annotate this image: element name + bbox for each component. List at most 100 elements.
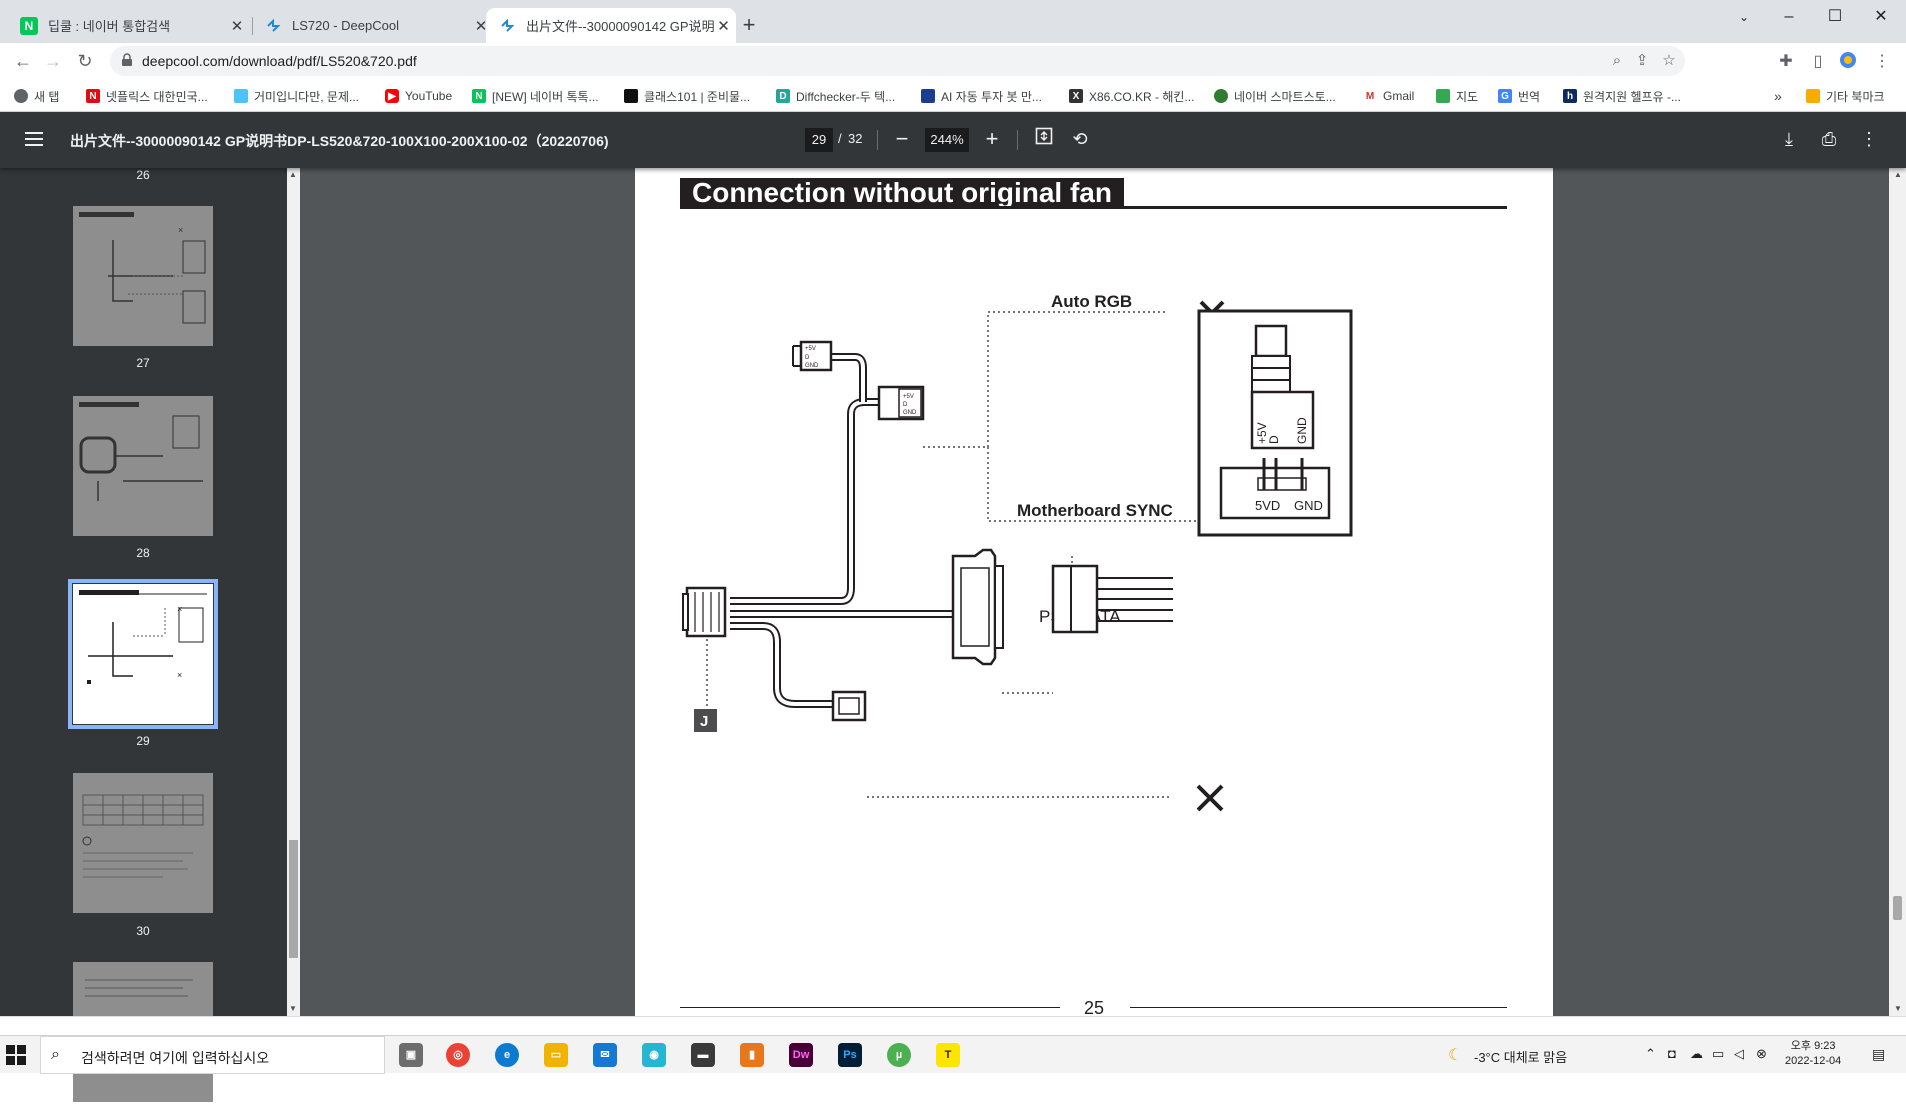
page-number-input[interactable]: 29 xyxy=(805,128,833,152)
scroll-up-icon[interactable]: ▲ xyxy=(1894,170,1902,179)
bookmark-item[interactable]: 클래스101 | 준비물... xyxy=(624,86,750,106)
dreamweaver-icon[interactable]: Dw xyxy=(789,1043,813,1067)
rotate-icon[interactable]: ⟲ xyxy=(1072,129,1088,149)
app-icon[interactable]: ▬ xyxy=(691,1043,715,1067)
zoom-level-input[interactable]: 244% xyxy=(925,128,969,152)
more-menu-icon[interactable]: ⋮ xyxy=(1874,53,1890,70)
bookmark-label: 새 탭 xyxy=(34,89,60,104)
tray-overflow-icon[interactable]: ⌃ xyxy=(1645,1046,1656,1061)
bookmark-label: 지도 xyxy=(1456,89,1479,104)
scroll-up-icon[interactable]: ▲ xyxy=(289,170,297,179)
address-bar[interactable]: deepcool.com/download/pdf/LS520&720.pdf … xyxy=(110,46,1685,76)
new-tab-button[interactable]: + xyxy=(742,12,756,37)
thumbnail-sidebar: 26 × 27 28 xyxy=(0,168,287,1102)
print-icon[interactable]: ⎙ xyxy=(1821,129,1837,149)
notification-icon[interactable]: ▤ xyxy=(1872,1046,1886,1062)
sidebar-scrollbar[interactable]: ▲ ▼ xyxy=(287,168,300,1016)
bookmark-item[interactable]: N[NEW] 네이버 톡톡... xyxy=(472,86,599,106)
cloud-icon[interactable]: ☁ xyxy=(1690,1046,1703,1061)
photoshop-icon[interactable]: Ps xyxy=(838,1043,862,1067)
network-icon[interactable]: ▭ xyxy=(1712,1046,1725,1061)
pin-label: +5V xyxy=(805,346,816,352)
minimize-button[interactable]: – xyxy=(1784,8,1794,25)
overflow-label: » xyxy=(1774,88,1782,104)
thumbnail-page-30[interactable] xyxy=(73,773,213,913)
tab-search-icon[interactable]: ⌄ xyxy=(1738,10,1750,24)
chrome-icon[interactable]: ◎ xyxy=(446,1043,470,1067)
url-text[interactable]: deepcool.com/download/pdf/LS520&720.pdf xyxy=(142,53,417,69)
sidebar-scroll-thumb[interactable] xyxy=(289,840,298,958)
more-actions-icon[interactable]: ⋮ xyxy=(1860,129,1878,149)
tab-naver-search[interactable]: N 딥쿨 : 네이버 통합검색 ✕ xyxy=(8,8,258,43)
bookmark-item[interactable]: 네이버 스마트스토... xyxy=(1214,86,1336,106)
bookmark-label: 번역 xyxy=(1518,89,1541,104)
bookmarks-overflow-button[interactable]: » xyxy=(1774,86,1782,106)
bookmark-item[interactable]: 거미입니다만, 문제... xyxy=(234,86,359,106)
forward-button[interactable]: → xyxy=(44,51,62,71)
status-icon[interactable]: ⊗ xyxy=(1756,1046,1767,1061)
bookmark-item[interactable]: AI 자동 투자 봇 만... xyxy=(921,86,1042,106)
label-j: J xyxy=(700,713,708,730)
viewer-scrollbar[interactable]: ▲ ▼ xyxy=(1889,168,1906,1016)
windows-start-icon[interactable] xyxy=(6,1045,26,1065)
tab-separator xyxy=(252,17,253,35)
sidebar-menu-icon[interactable] xyxy=(22,128,46,152)
app-icon[interactable]: ◉ xyxy=(642,1043,666,1067)
scroll-down-icon[interactable]: ▼ xyxy=(1894,1004,1902,1013)
zoom-out-icon[interactable]: − xyxy=(895,126,909,151)
close-icon[interactable]: ✕ xyxy=(230,17,244,35)
bookmark-item[interactable]: 지도 xyxy=(1436,86,1478,106)
task-view-icon[interactable]: ▣ xyxy=(399,1043,423,1067)
naver-icon: N xyxy=(20,16,38,35)
app-icon[interactable]: ▮ xyxy=(740,1043,764,1067)
bookmark-item[interactable]: ▶YouTube xyxy=(385,86,452,106)
utorrent-icon[interactable]: µ xyxy=(887,1043,911,1067)
thumbnail-page-29-selected[interactable]: × × xyxy=(68,579,218,729)
back-button[interactable]: ← xyxy=(14,51,32,71)
volume-icon[interactable]: ◁ xyxy=(1734,1046,1744,1061)
tray-app-icon[interactable]: ◘ xyxy=(1668,1046,1676,1061)
thumbnail-page-number: 30 xyxy=(136,924,150,938)
download-icon[interactable]: ⤓ xyxy=(1785,129,1793,149)
share-icon[interactable]: ⇪ xyxy=(1635,52,1649,69)
argb-connector-mid: +5V D GND xyxy=(877,385,925,421)
extensions-icon[interactable]: ✚ xyxy=(1779,53,1793,70)
fit-page-icon[interactable] xyxy=(1031,126,1057,152)
weather-text[interactable]: -3°C 대체로 맑음 xyxy=(1474,1050,1568,1065)
pin-label: +5V xyxy=(1255,422,1269,444)
thumbnail-page-28[interactable] xyxy=(73,396,213,536)
helpu-icon: h xyxy=(1563,89,1577,103)
close-window-button[interactable]: ✕ xyxy=(1874,8,1888,25)
scroll-down-icon[interactable]: ▼ xyxy=(289,1004,297,1013)
side-panel-icon[interactable]: ▯ xyxy=(1813,53,1823,70)
reload-button[interactable]: ↻ xyxy=(77,51,93,71)
file-explorer-icon[interactable]: ▭ xyxy=(544,1043,568,1067)
zoom-in-icon[interactable]: + xyxy=(985,126,999,151)
tab-deepcool-ls720[interactable]: LS720 - DeepCool ✕ xyxy=(252,8,502,43)
close-icon[interactable]: ✕ xyxy=(474,17,488,35)
tab-pdf-active[interactable]: 出片文件--30000090142 GP说明 ✕ xyxy=(486,8,736,43)
taskbar-clock[interactable]: 오후 9:23 2022-12-04 xyxy=(1785,1039,1841,1069)
zoom-icon[interactable]: ⌕ xyxy=(1612,52,1622,69)
profile-avatar-icon[interactable] xyxy=(1836,50,1860,74)
lock-icon xyxy=(122,53,132,66)
kakaotalk-icon[interactable]: T xyxy=(936,1043,960,1067)
maximize-button[interactable]: ☐ xyxy=(1827,8,1843,25)
gmail-icon: M xyxy=(1363,89,1377,103)
viewer-scroll-thumb[interactable] xyxy=(1893,896,1902,920)
close-icon[interactable]: ✕ xyxy=(717,17,730,35)
thumbnail-page-27[interactable]: × xyxy=(73,206,213,346)
x86-icon: X xyxy=(1069,89,1083,103)
mail-icon[interactable]: ✉ xyxy=(593,1043,617,1067)
edge-icon[interactable]: e xyxy=(495,1043,519,1067)
taskbar-search-box[interactable]: ⌕ 검색하려면 여기에 입력하십시오 xyxy=(40,1036,385,1074)
bookmark-star-icon[interactable]: ☆ xyxy=(1662,52,1676,69)
bookmark-item[interactable]: 새 탭 xyxy=(14,86,59,106)
other-bookmarks-folder[interactable]: 기타 북마크 xyxy=(1806,86,1885,106)
